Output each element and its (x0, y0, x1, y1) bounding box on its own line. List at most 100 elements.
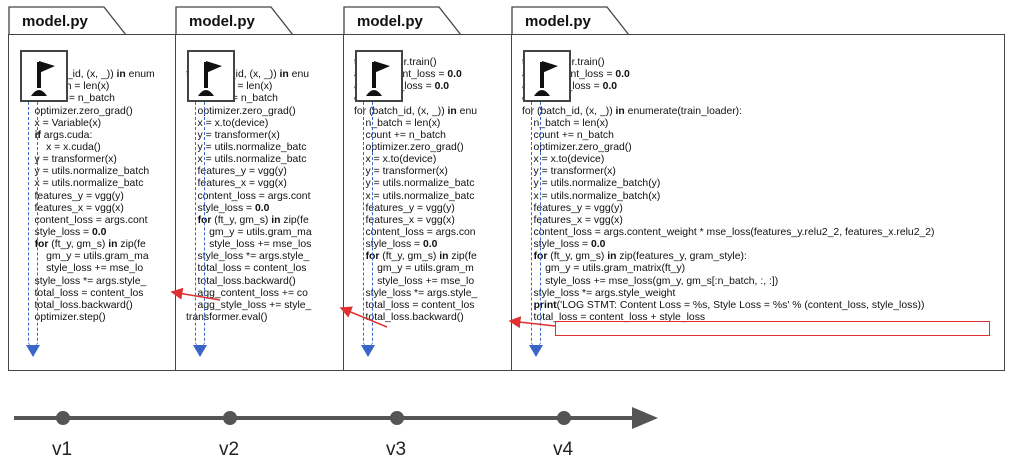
breakpoint-flag-icon[interactable] (523, 50, 571, 102)
breakpoint-flag-icon[interactable] (187, 50, 235, 102)
code-line: for (batch_id, (x, _)) in enumerate(trai… (522, 106, 935, 118)
code-line: features_y = vgg(y) (354, 203, 477, 215)
code-text: agg_style_loss += style_ (186, 299, 312, 311)
code-line: total_loss.backward() (186, 276, 312, 288)
code-text: style_loss += mse_los (186, 239, 312, 251)
tab-label: model.py (189, 12, 255, 30)
timeline-node-v4 (557, 411, 571, 425)
code-text: (ft_y, gm_s) (547, 251, 608, 263)
code-text: gm_y = utils.gram_ma (186, 226, 312, 238)
tab-v3[interactable]: model.py (343, 6, 463, 36)
code-text: total_loss = content_los (23, 287, 144, 299)
code-line: agg_style_loss = 0.0 (522, 81, 935, 93)
code-line: style_loss *= args.style_weight (522, 288, 935, 300)
code-line: content_loss = args.con (354, 227, 477, 239)
code-text: optimizer.zero_grad() (186, 105, 296, 117)
code-line: features_x = vgg(x) (186, 178, 312, 190)
code-line: y = transformer(x) (23, 154, 155, 166)
code-line: x = utils.normalize_batc (186, 154, 312, 166)
code-line: total_loss.backward() (354, 312, 477, 324)
code-line: total_loss = content_los (23, 288, 155, 300)
code-line: style_loss = 0.0 (354, 239, 477, 251)
code-line: x = x.cuda() (23, 142, 155, 154)
code-line: style_loss *= args.style_ (354, 288, 478, 300)
code-text: style_loss += mse_loss(gm_y, gm_s[:n_bat… (522, 275, 779, 287)
code-text: total_loss = content_loss + style_loss (522, 311, 706, 323)
code-text: total_loss.backward() (354, 311, 464, 323)
code-text: features_x = vgg(x) (23, 202, 124, 214)
code-line: y = utils.normalize_batc (186, 142, 312, 154)
execution-arrow-icon (361, 345, 375, 357)
code-line: for (ft_y, gm_s) in zip(fe (23, 239, 155, 251)
code-line: n_batch = len(x) (522, 118, 935, 130)
code-text: features_x = vgg(x) (186, 178, 287, 190)
code-text: style_loss += mse_lo (23, 263, 144, 275)
code-text: style_loss = (522, 239, 592, 251)
code-keyword: in (447, 105, 457, 117)
code-line: style_loss = 0.0 (23, 227, 155, 239)
code-block: transformer.train()agg_content_loss = 0.… (522, 57, 935, 324)
code-text: zip(fe (448, 251, 477, 263)
breakpoint-flag-icon[interactable] (355, 50, 403, 102)
code-keyword: 0.0 (615, 69, 630, 81)
code-text: x = x.to(device) (522, 154, 605, 166)
timeline-arrowhead-icon (632, 407, 658, 429)
code-keyword: 0.0 (423, 239, 438, 251)
code-text: features_x = vgg(x) (522, 214, 623, 226)
code-text: zip(fe (280, 214, 309, 226)
code-line: x = x.to(device) (522, 154, 935, 166)
code-text: optimizer.step() (23, 311, 106, 323)
code-keyword: in (439, 251, 449, 263)
code-text: (ft_y, gm_s) (379, 251, 440, 263)
code-text: features_y = vgg(y) (522, 202, 623, 214)
code-text: x = utils.normalize_batch(x) (522, 190, 661, 202)
code-line: style_loss += mse_lo (23, 263, 155, 275)
code-line: print('LOG STMT: Content Loss = %s, Styl… (522, 300, 935, 312)
code-block: transformer.train()agg_content_loss = 0.… (354, 57, 477, 324)
code-line: features_x = vgg(x) (354, 215, 477, 227)
code-text: for (batch_id, (x, _)) (354, 105, 448, 117)
code-line: if args.cuda: (23, 130, 155, 142)
code-line: for (batch_id, (x, _)) in enu (354, 106, 477, 118)
tab-v1[interactable]: model.py (8, 6, 128, 36)
code-panel-v4: transformer.train()agg_content_loss = 0.… (511, 34, 1005, 371)
tab-v2[interactable]: model.py (175, 6, 295, 36)
timeline-node-v1 (56, 411, 70, 425)
code-keyword: 0.0 (591, 239, 606, 251)
code-line: style_loss = 0.0 (522, 239, 935, 251)
code-line: features_y = vgg(y) (522, 203, 935, 215)
code-text: y = transformer(x) (354, 166, 448, 178)
code-line: x = utils.normalize_batch(x) (522, 191, 935, 203)
code-line: total_loss.backward() (23, 300, 155, 312)
tab-shape-icon (8, 6, 127, 36)
code-keyword: in (607, 251, 617, 263)
code-text: y = utils.normalize_batc (186, 141, 307, 153)
code-line: style_loss *= args.style_ (23, 276, 155, 288)
code-text: zip(features_y, gram_style): (616, 251, 747, 263)
code-text: features_y = vgg(y) (186, 166, 287, 178)
code-line: optimizer.zero_grad() (23, 106, 155, 118)
tab-shape-icon (343, 6, 462, 36)
breakpoint-flag-icon[interactable] (20, 50, 68, 102)
code-text: x = x.to(device) (186, 117, 269, 129)
code-text: n_batch = len(x) (354, 117, 441, 129)
code-text: total_loss = content_los (354, 299, 475, 311)
code-line: transformer.eval() (186, 312, 312, 324)
code-line: total_loss = content_los (186, 263, 312, 275)
tab-shape-icon (175, 6, 294, 36)
code-text: (ft_y, gm_s) (211, 214, 272, 226)
tab-v4[interactable]: model.py (511, 6, 631, 36)
execution-arrow-icon (26, 345, 40, 357)
timeline-node-v3 (390, 411, 404, 425)
code-line: style_loss = 0.0 (186, 203, 312, 215)
code-line: features_y = vgg(y) (186, 166, 312, 178)
code-line: style_loss += mse_loss(gm_y, gm_s[:n_bat… (522, 276, 935, 288)
code-text: x = x.cuda() (23, 141, 101, 153)
code-line: y = transformer(x) (354, 166, 477, 178)
code-text: style_loss = (186, 202, 256, 214)
code-line: x = x.to(device) (354, 154, 477, 166)
code-line: optimizer.step() (23, 312, 155, 324)
code-text: style_loss = (354, 239, 424, 251)
code-line: transformer.train() (522, 57, 935, 69)
code-line: x = utils.normalize_batc (23, 178, 155, 190)
